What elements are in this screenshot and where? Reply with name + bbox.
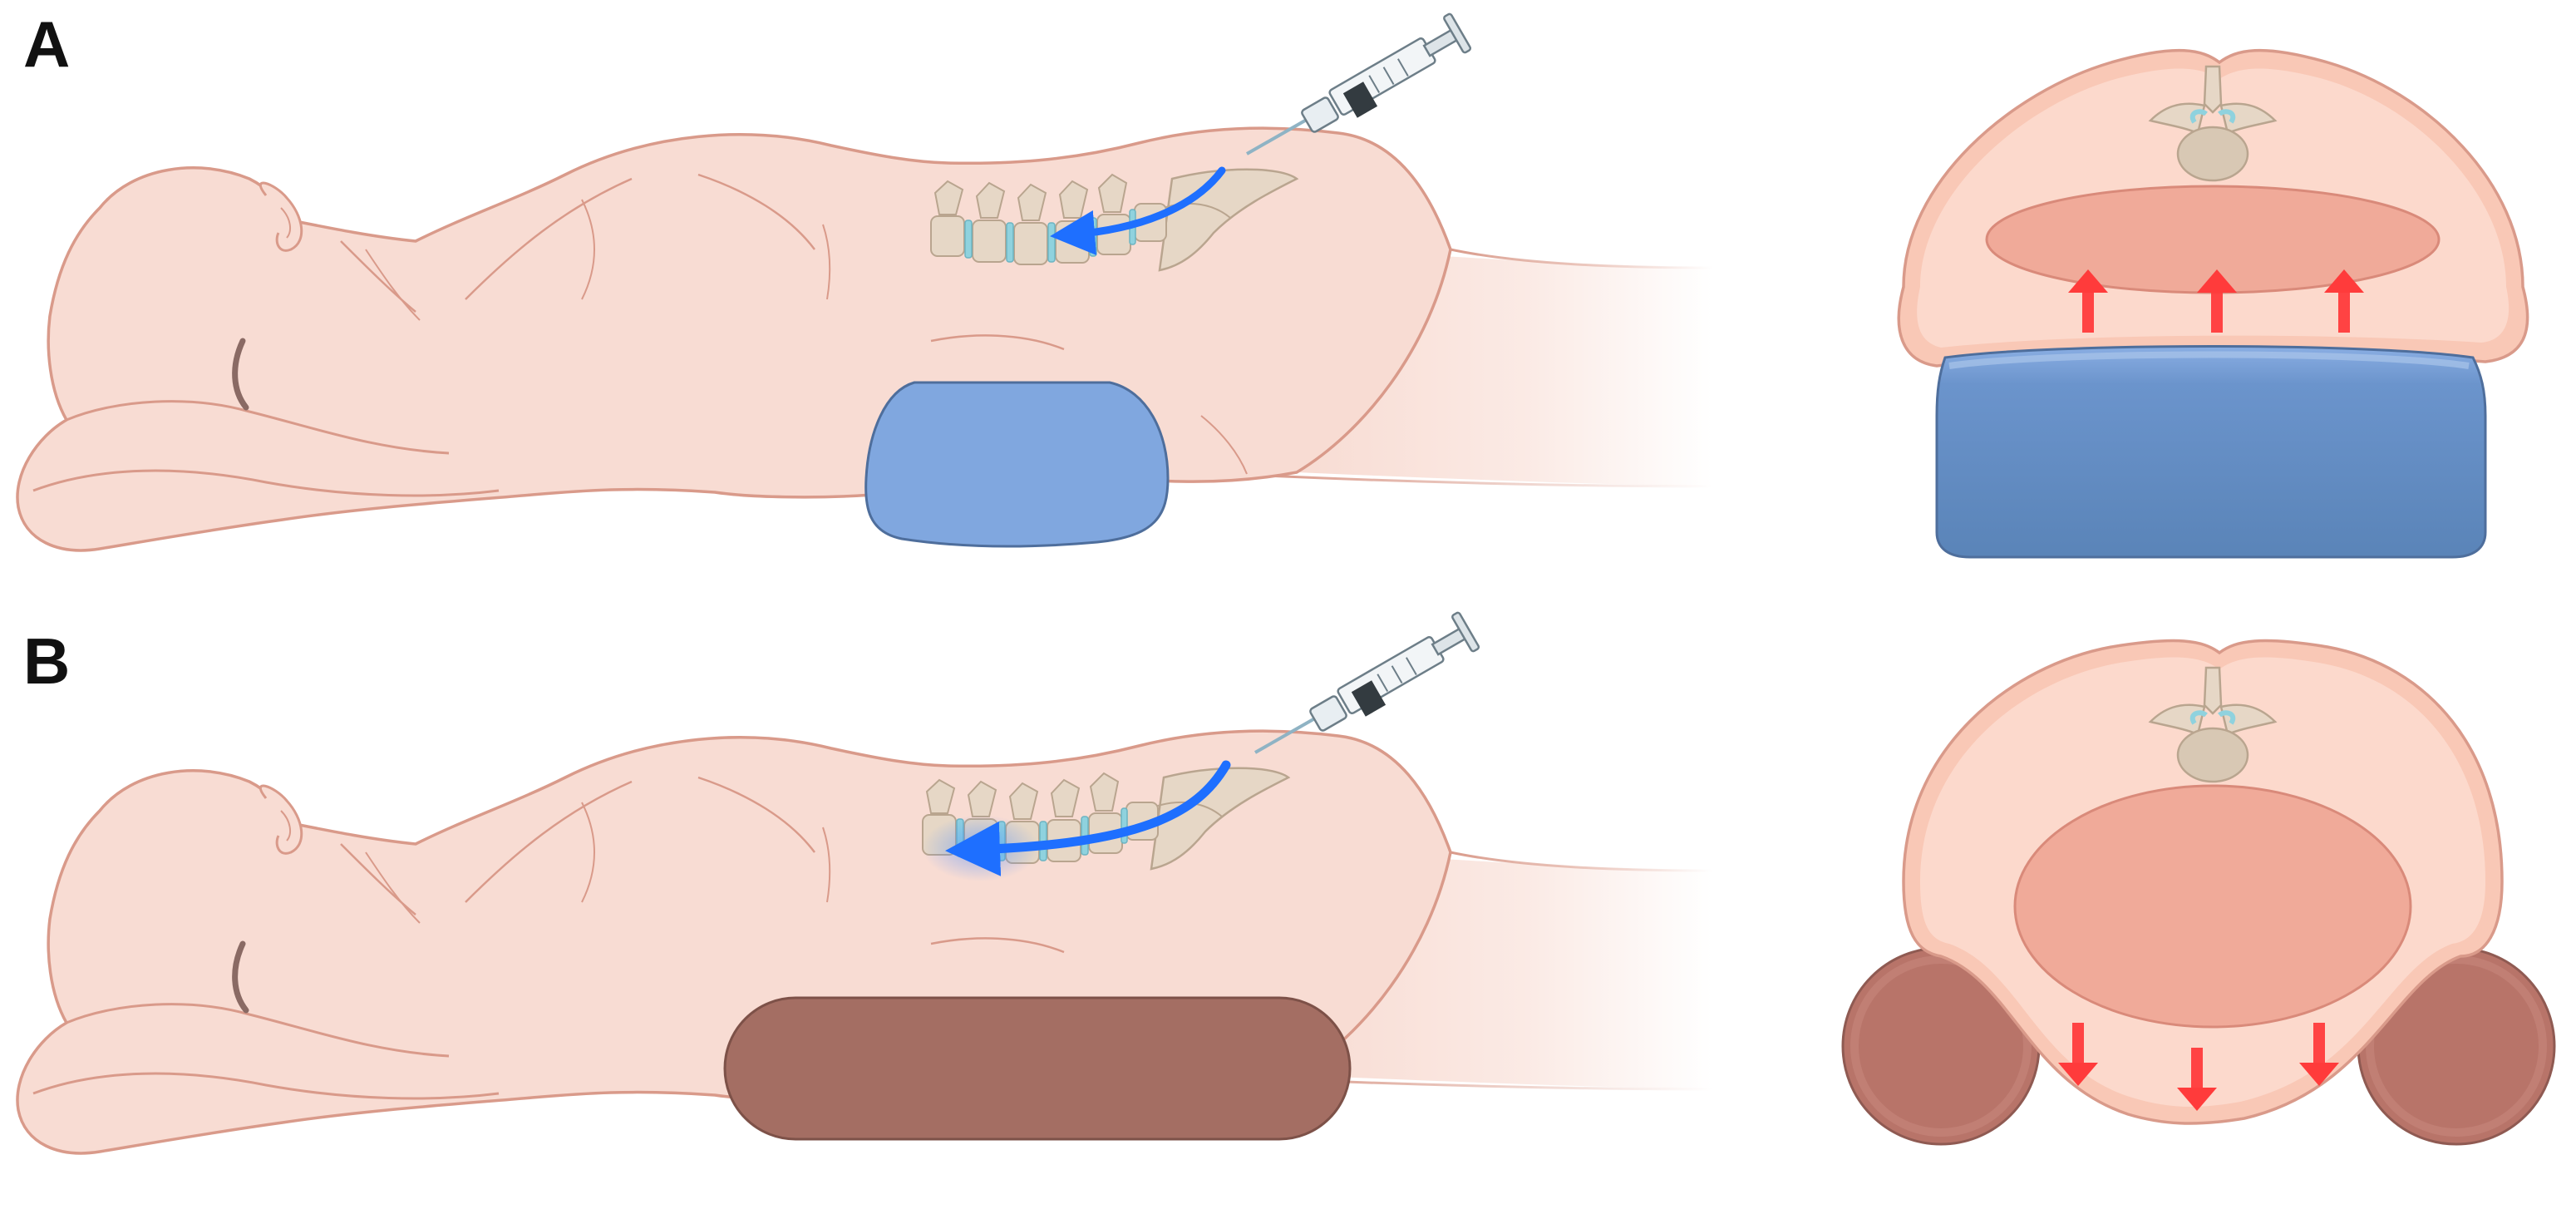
- panel-label-b: B: [23, 624, 70, 698]
- panel-a: A: [17, 7, 2529, 559]
- viscera-b: [2013, 784, 2412, 1029]
- blue-support-block: [1935, 345, 2487, 559]
- cross-section-a: [1897, 48, 2529, 559]
- brown-roll: [723, 996, 1352, 1141]
- injectate-spread-arrow-b: [945, 760, 1231, 876]
- syringe-icon: [1245, 11, 1473, 155]
- blue-bolster: [864, 381, 1170, 548]
- panel-b: B: [17, 610, 2556, 1153]
- injectate-spread-arrow-a: [1050, 166, 1226, 255]
- panel-label-a: A: [23, 7, 70, 81]
- syringe-icon: [1254, 610, 1481, 754]
- cross-section-b: [1841, 639, 2556, 1146]
